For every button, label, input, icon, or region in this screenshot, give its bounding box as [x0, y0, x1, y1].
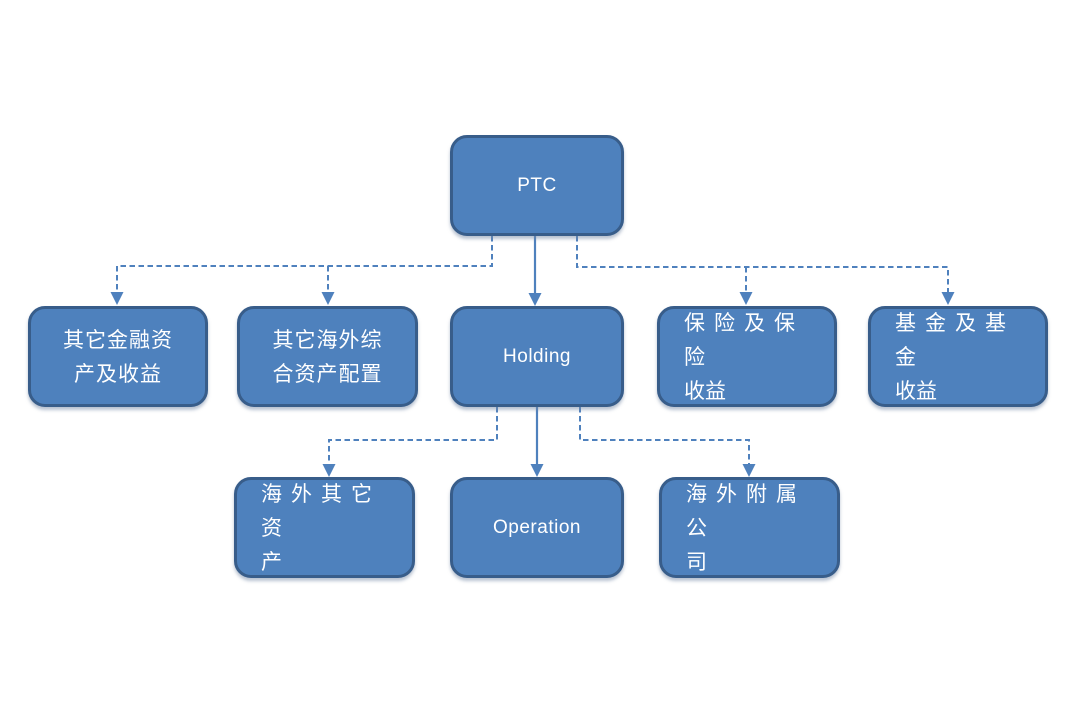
connector-ptc-left-branch	[116, 236, 493, 292]
node-ptc: PTC	[450, 135, 624, 236]
node-other-financial-assets: 其它金融资 产及收益	[28, 306, 208, 407]
node-label-line: 海外其它资	[261, 481, 381, 540]
node-other-overseas-allocation: 其它海外综 合资产配置	[237, 306, 418, 407]
arrowhead-icon	[110, 292, 124, 305]
node-fund-income: 基金及基金 收益	[868, 306, 1048, 407]
arrowhead-icon	[530, 464, 544, 477]
connector-ptc-right-branch	[576, 236, 949, 292]
node-label: PTC	[517, 174, 557, 196]
arrowhead-icon	[941, 292, 955, 305]
node-label-line: 海外附属公	[686, 481, 806, 540]
node-overseas-other-assets: 海外其它资 产	[234, 477, 415, 578]
connector-holding-right-branch	[579, 407, 750, 464]
arrowhead-icon	[528, 293, 542, 306]
node-label: Operation	[493, 516, 581, 538]
node-label-line: 产	[261, 549, 282, 574]
node-overseas-subsidiaries: 海外附属公 司	[659, 477, 840, 578]
node-label-line: 产及收益	[74, 361, 162, 386]
arrowhead-icon	[321, 292, 335, 305]
arrowhead-icon	[739, 292, 753, 305]
node-label-line: 收益	[895, 378, 937, 403]
arrowhead-icon	[322, 464, 336, 477]
node-label: Holding	[503, 345, 571, 367]
node-label-line: 基金及基金	[895, 310, 1015, 369]
arrowhead-icon	[742, 464, 756, 477]
node-insurance-income: 保险及保险 收益	[657, 306, 837, 407]
node-label-line: 司	[686, 549, 707, 574]
node-label-line: 其它金融资	[63, 327, 173, 352]
node-label-line: 合资产配置	[272, 361, 383, 386]
node-operation: Operation	[450, 477, 624, 578]
node-label-line: 收益	[684, 378, 726, 403]
node-label-line: 其它海外综	[272, 327, 383, 352]
node-label-line: 保险及保险	[684, 310, 804, 369]
connector-holding-left-branch	[328, 407, 498, 464]
node-holding: Holding	[450, 306, 624, 407]
